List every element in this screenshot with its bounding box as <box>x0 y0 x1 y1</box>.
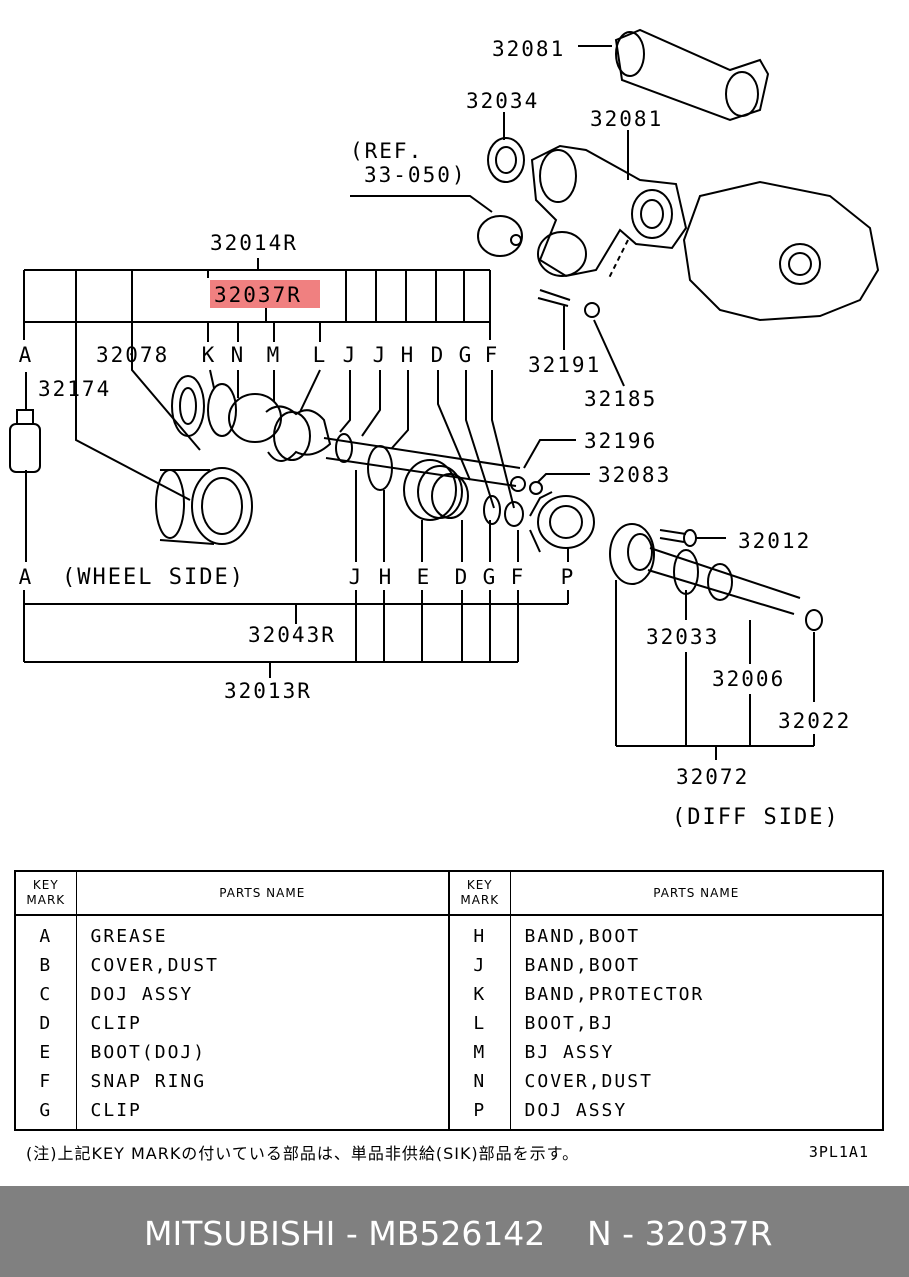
key-mark-j: J <box>349 565 364 589</box>
callout-32014R: 32014R <box>210 231 298 255</box>
footer-brand-part: MITSUBISHI - MB526142 <box>144 1214 546 1253</box>
callout-ref-line2: 33-050) <box>364 163 467 187</box>
key-mark-cell: B <box>15 951 77 980</box>
key-mark-f: F <box>485 343 500 367</box>
callout-32012: 32012 <box>738 529 811 553</box>
key-mark-note: (注)上記KEY MARKの付いている部品は、単品非供給(SIK)部品を示す。 <box>26 1144 580 1163</box>
key-mark-cell: L <box>448 1009 511 1038</box>
key-mark-d: D <box>431 343 446 367</box>
callout-32022: 32022 <box>778 709 851 733</box>
key-mark-cell: J <box>448 951 511 980</box>
part-name-cell: DOJ ASSY <box>76 980 450 1009</box>
highlight-32037R <box>210 280 320 308</box>
key-mark-cell: E <box>15 1038 77 1067</box>
part-name-cell: GREASE <box>76 915 450 951</box>
part-name-cell: COVER,DUST <box>524 1071 653 1092</box>
callout-32078: 32078 <box>96 343 169 367</box>
key-mark-cell: H <box>448 915 511 951</box>
key-mark-cell: K <box>448 980 511 1009</box>
key-mark-f: F <box>511 565 526 589</box>
key-mark-cell: P <box>448 1096 511 1130</box>
footer-key-part: N - 32037R <box>587 1214 773 1253</box>
part-name-cell: BAND,BOOT <box>524 955 641 976</box>
callout-32196: 32196 <box>584 429 657 453</box>
key-mark-cell: D <box>15 1009 77 1038</box>
footer-banner: MITSUBISHI - MB526142 N - 32037R <box>0 1186 909 1277</box>
callout-ref-line1: (REF. <box>350 139 423 163</box>
callout-32034: 32034 <box>466 89 539 113</box>
key-mark-h: H <box>401 343 416 367</box>
exploded-parts-diagram: 32081 32034 32081 (REF. 33-050) 32014R 3… <box>9 28 880 830</box>
callout-32006: 32006 <box>712 667 785 691</box>
callout-32033: 32033 <box>646 625 719 649</box>
part-name-cell: SNAP RING <box>76 1067 450 1096</box>
part-name-cell: BOOT,BJ <box>524 1013 615 1034</box>
key-mark-cell: F <box>15 1067 77 1096</box>
wheel-side-label: (WHEEL SIDE) <box>62 565 245 590</box>
part-name-cell: BAND,BOOT <box>524 926 641 947</box>
key-mark-a: A <box>19 565 34 589</box>
key-mark-d: D <box>455 565 470 589</box>
key-mark-g: G <box>459 343 474 367</box>
key-mark-e: E <box>417 565 432 589</box>
callout-32083: 32083 <box>598 463 671 487</box>
key-mark-cell: G <box>15 1096 77 1130</box>
callout-32174: 32174 <box>38 377 111 401</box>
callout-32072: 32072 <box>676 765 749 789</box>
key-mark-l: L <box>313 343 328 367</box>
part-name-cell: BJ ASSY <box>524 1042 615 1063</box>
callout-32191: 32191 <box>528 353 601 377</box>
key-mark-cell: N <box>448 1067 511 1096</box>
key-mark-cell: A <box>15 915 77 951</box>
part-name-cell: BAND,PROTECTOR <box>524 984 705 1005</box>
key-mark-m: M <box>267 343 282 367</box>
key-mark-j: J <box>343 343 358 367</box>
callout-32013R: 32013R <box>224 679 312 703</box>
key-mark-h: H <box>379 565 394 589</box>
key-mark-k: K <box>202 343 217 367</box>
callout-32037R: 32037R <box>214 283 302 307</box>
callout-32185: 32185 <box>584 387 657 411</box>
parts-name-header-left: PARTS NAME <box>76 871 450 916</box>
key-mark-n: N <box>231 343 246 367</box>
key-mark-cell: C <box>15 980 77 1009</box>
part-name-cell: CLIP <box>76 1096 450 1130</box>
part-name-cell: COVER,DUST <box>76 951 450 980</box>
diff-side-label: (DIFF SIDE) <box>672 805 840 830</box>
key-mark-p: P <box>561 565 576 589</box>
key-mark-g: G <box>483 565 498 589</box>
callout-32081: 32081 <box>590 107 663 131</box>
part-name-cell: BOOT(DOJ) <box>76 1038 450 1067</box>
parts-name-header-right: PARTS NAME <box>510 871 883 916</box>
part-name-cell: DOJ ASSY <box>524 1100 628 1121</box>
key-mark-j: J <box>373 343 388 367</box>
part-name-cell: CLIP <box>76 1009 450 1038</box>
callout-32081-top: 32081 <box>492 37 565 61</box>
callout-32043R: 32043R <box>248 623 336 647</box>
key-mark-a: A <box>19 343 34 367</box>
diagram-code: 3PL1A1 <box>808 1143 869 1161</box>
key-mark-cell: M <box>448 1038 511 1067</box>
